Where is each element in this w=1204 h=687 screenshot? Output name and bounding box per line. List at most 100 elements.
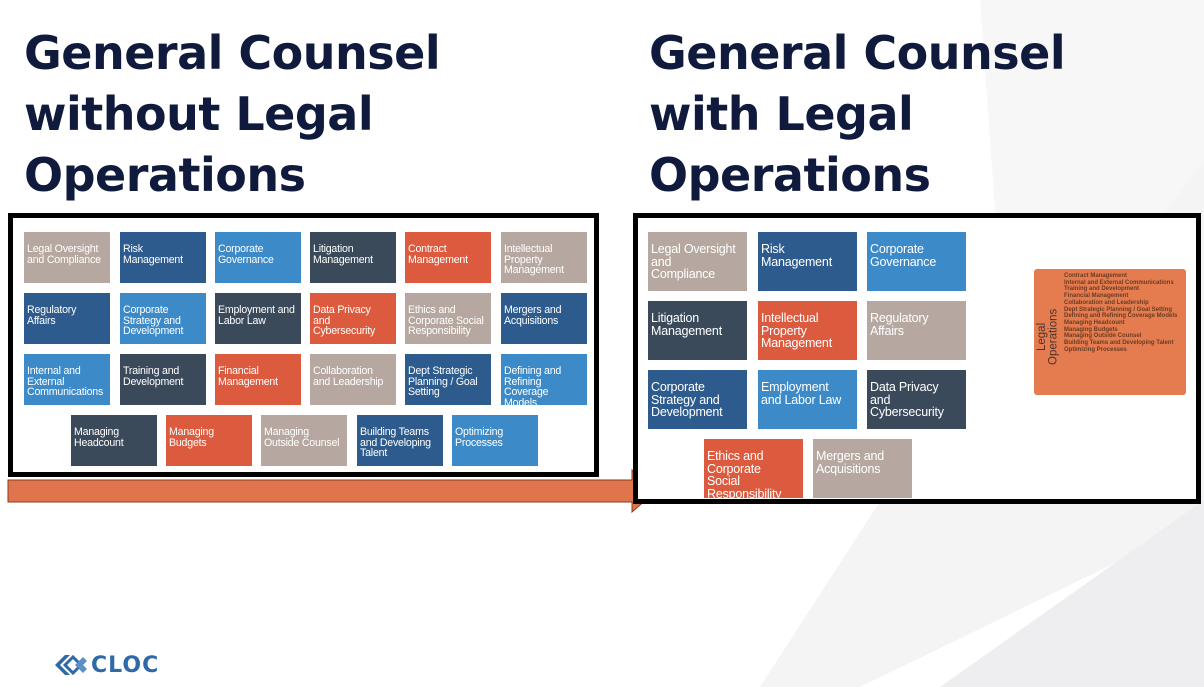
tile-label-line: and Compliance <box>27 253 101 266</box>
tile-label-line: Strategy and <box>651 392 720 407</box>
tile-label-line: Budgets <box>169 436 207 449</box>
tile-label-line: Headcount <box>74 436 124 449</box>
tile-label-line: Litigation <box>313 243 354 255</box>
heading-line: General Counsel <box>24 26 441 80</box>
cloc-logo: CLOC <box>53 652 159 678</box>
legal-ops-item: Financial Management <box>1064 293 1129 300</box>
tile-label-line: Responsibility <box>408 325 471 338</box>
tile-label-line: Optimizing <box>455 426 504 438</box>
tile-label-line: Affairs <box>27 314 56 327</box>
tile-label-line: Development <box>123 325 184 338</box>
tile-label-line: Corporate Social <box>408 314 484 327</box>
tile-label-line: Data Privacy <box>313 304 371 316</box>
tile-label-line: and <box>870 392 891 407</box>
tile-label-line: Dept Strategic <box>408 365 473 377</box>
tile-label-line: Models <box>504 396 537 405</box>
tile-label-line: Litigation <box>651 311 700 325</box>
tile-label-line: Outside Counsel <box>264 436 340 449</box>
heading-line: Operations <box>649 148 931 202</box>
logo-text: CLOC <box>91 652 160 678</box>
tile-label-line: Management <box>218 375 278 388</box>
tile-label-line: Risk <box>123 243 143 255</box>
tile-label-line: Ethics and <box>707 449 764 463</box>
tile-label-line: Training and <box>123 365 180 377</box>
legal-ops-item: Managing Budgets <box>1064 326 1118 333</box>
legal-ops-item: Contract Management <box>1064 273 1128 279</box>
tile-label-line: Financial <box>218 365 259 377</box>
cloc-diamond-icon <box>55 654 87 676</box>
legal-ops-item: Dept Strategic Planning / Goal Setting <box>1064 306 1173 313</box>
heading-line: with Legal <box>649 87 914 141</box>
tile-label-line: Corporate <box>218 243 264 255</box>
tile-label-line: Governance <box>218 253 274 266</box>
tile-label-line: Cybersecurity <box>313 325 376 338</box>
tile-label-line: Acquisitions <box>816 461 881 476</box>
tile-label-line: Managing <box>74 426 119 438</box>
tile-label-line: Management <box>761 254 832 269</box>
heading-line: Operations <box>24 148 306 202</box>
tile-label-line: Employment <box>761 380 829 394</box>
tile-label-line: Legal Oversight <box>651 242 736 256</box>
tile-label-line: and Leadership <box>313 375 384 388</box>
tile-label-line: Legal Oversight <box>27 243 99 255</box>
left-heading: General Counsel without Legal Operations <box>24 23 441 206</box>
legal-ops-item: Defining and Refining Coverage Models <box>1064 313 1178 320</box>
tile-label-line: Labor Law <box>218 314 266 327</box>
tile-label-line: Coverage <box>504 386 549 399</box>
tile-label-line: Governance <box>870 254 937 269</box>
tile-label-line: Development <box>123 375 184 388</box>
legal-ops-item: Building Teams and Developing Talent <box>1064 340 1174 347</box>
tile-label-line: Processes <box>455 436 503 449</box>
tile-label-line: Property <box>761 323 807 338</box>
legal-ops-item: Managing Headcount <box>1064 319 1125 326</box>
tile-label-line: Managing <box>169 426 214 438</box>
tile-label-line: Corporate <box>651 380 705 394</box>
heading-line: without Legal <box>24 87 374 141</box>
legal-ops-title-line: Legal <box>1036 322 1048 352</box>
legal-operations-title: Legal Operations <box>1036 299 1061 375</box>
tile-label-line: Management <box>504 264 564 277</box>
tile-label-line: Setting <box>408 386 440 399</box>
right-heading: General Counsel with Legal Operations <box>649 23 1066 206</box>
tile-label-line: Social <box>707 474 740 489</box>
legal-ops-item: Managing Outside Counsel <box>1064 333 1142 340</box>
tile-label-line: and Developing <box>360 436 431 449</box>
tile-label-line: Data Privacy <box>870 380 939 394</box>
tile-label-line: Management <box>313 253 373 266</box>
tile-label-line: Management <box>408 253 468 266</box>
tile-label-line: Compliance <box>651 267 716 282</box>
tile-label-line: Planning / Goal <box>408 375 478 388</box>
legal-ops-item: Optimizing Processes <box>1064 346 1127 353</box>
tile-label-line: Regulatory <box>27 304 77 316</box>
tile-label-line: Building Teams <box>360 426 429 438</box>
